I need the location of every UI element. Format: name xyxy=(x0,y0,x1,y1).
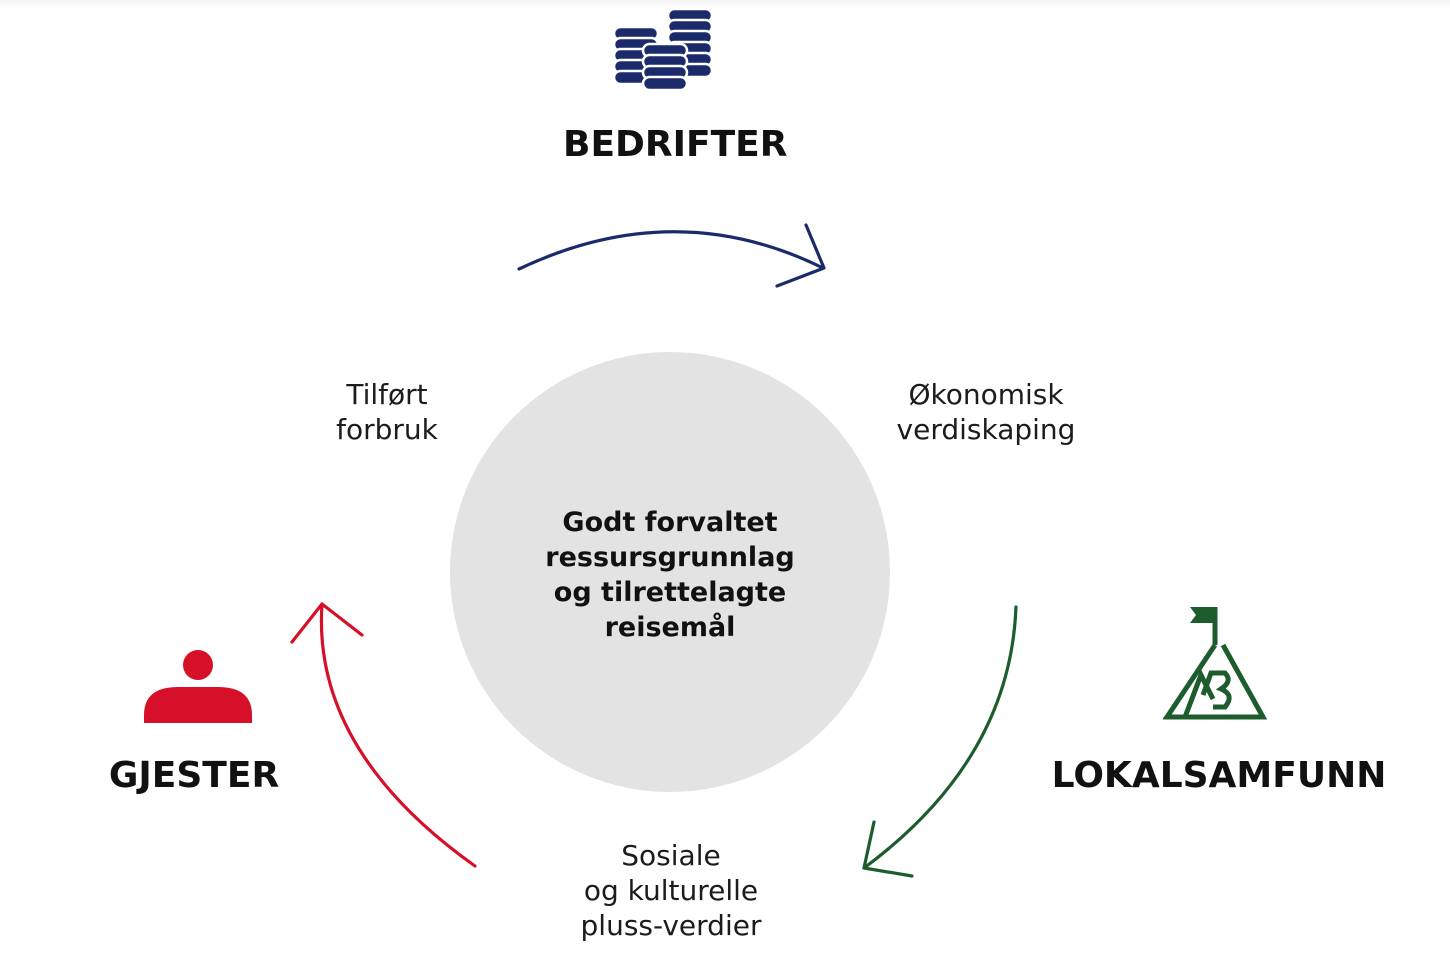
hub-text-line: Godt forvaltet xyxy=(562,507,778,538)
actor-label-gjester: GJESTER xyxy=(108,755,280,796)
mountain-flag-icon xyxy=(1163,607,1268,720)
arrow-gjester-to-bedrifter xyxy=(290,602,477,868)
flow-label-line: Sosiale xyxy=(621,839,721,872)
flow-label-sosiale-verdier: Sosiale og kulturelle pluss-verdier xyxy=(560,838,782,943)
flow-label-tilfort-forbruk: Tilført forbruk xyxy=(300,377,474,447)
arrow-bedrifter-to-lokalsamfunn xyxy=(517,223,826,288)
hub-text-line: ressursgrunnlag xyxy=(545,542,795,573)
coins-stack-icon xyxy=(612,7,714,92)
actor-label-lokalsamfunn: LOKALSAMFUNN xyxy=(1051,755,1387,796)
flow-label-line: Tilført xyxy=(346,378,428,411)
arrow-lokalsamfunn-to-gjester xyxy=(862,605,1018,878)
hub-text-line: og tilrettelagte xyxy=(553,577,787,608)
flow-label-line: verdiskaping xyxy=(896,413,1076,446)
flow-label-line: Økonomisk xyxy=(908,378,1064,411)
flow-label-line: pluss-verdier xyxy=(580,909,762,942)
top-border xyxy=(0,0,1450,8)
hub-text: Godt forvaltet ressursgrunnlag og tilret… xyxy=(470,505,870,645)
flow-label-okonomisk-verdiskaping: Økonomisk verdiskaping xyxy=(880,377,1092,447)
flow-label-line: forbruk xyxy=(336,413,438,446)
hub-text-line: reisemål xyxy=(604,612,736,643)
person-icon xyxy=(144,650,252,723)
actor-label-bedrifter: BEDRIFTER xyxy=(563,124,788,165)
hub-circle xyxy=(450,352,890,792)
flow-label-line: og kulturelle xyxy=(583,874,759,907)
